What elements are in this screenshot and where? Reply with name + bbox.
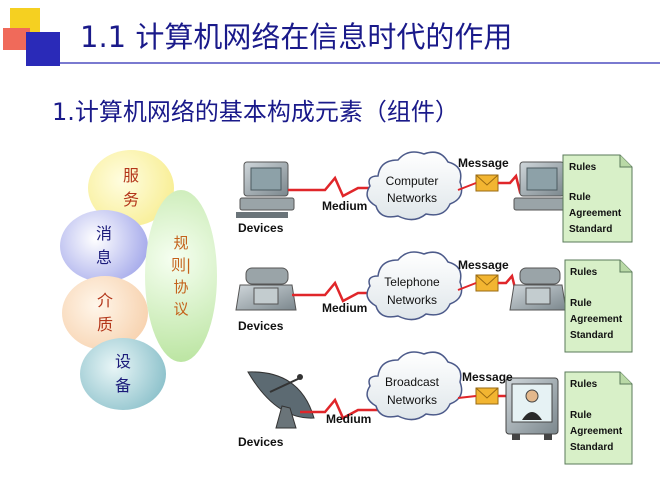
doc1-line3: Standard [569,224,612,235]
pc-right-icon [513,161,569,211]
medium-label-1: Medium [322,199,367,213]
phone-left-icon [235,267,297,311]
cloud-telephone [366,251,463,321]
doc1-line2: Agreement [569,208,622,219]
element-rules-protocol-label: 规则|协议 [171,234,192,318]
cloud-computer [366,151,463,221]
element-device-label: 设备 [114,352,131,395]
doc3-line1: Rule [570,410,592,421]
doc1-line1: Rule [569,192,591,203]
medium-label-2: Medium [322,301,367,315]
doc3-title: Rules [570,379,598,390]
element-device: 设备 [80,338,166,410]
element-rules-protocol: 规则|协议 [145,190,217,362]
message-label-2: Message [458,258,509,272]
pc-left-icon [236,161,295,218]
network-label-3a: Broadcast [385,375,440,389]
network-label-2b: Networks [387,293,437,307]
element-message-label: 消息 [95,224,112,267]
medium-line-2 [292,280,380,303]
network-label-3b: Networks [387,393,437,407]
element-message: 消息 [60,210,148,282]
satellite-dish-icon [247,371,315,429]
medium-label-3: Medium [326,412,371,426]
row-broadcast [247,351,633,465]
message-label-1: Message [458,156,509,170]
element-medium-label: 介质 [96,291,113,334]
doc2-line3: Standard [570,330,613,341]
envelope-icon-1 [475,174,499,192]
doc2-title: Rules [570,267,598,278]
medium-line-3 [300,397,380,420]
doc2-line1: Rule [570,298,592,309]
doc1-title: Rules [569,162,597,173]
corner-square-blue [26,32,60,66]
cloud-broadcast [366,351,463,421]
doc2-line2: Agreement [570,314,623,325]
network-label-1a: Computer [386,174,439,188]
message-label-3: Message [462,370,513,384]
devices-label-3: Devices [238,435,284,449]
doc3-line3: Standard [570,442,613,453]
devices-label-2: Devices [238,319,284,333]
rules-doc-1 [562,154,633,243]
medium-line-1 [288,175,385,198]
element-medium: 介质 [62,276,148,350]
row-computer [236,151,633,243]
row-telephone [235,251,633,353]
tv-icon [505,377,559,440]
network-label-1b: Networks [387,191,437,205]
section-subtitle: 1.计算机网络的基本构成元素（组件） [52,98,459,126]
title-rule [60,62,660,64]
phone-right-icon [509,267,567,311]
corner-square-red [3,28,30,50]
rules-doc-3 [564,371,633,465]
page-title: 1.1 计算机网络在信息时代的作用 [80,20,513,54]
doc3-line2: Agreement [570,426,623,437]
envelope-icon-2 [475,274,499,292]
network-label-2a: Telephone [384,275,440,289]
rules-doc-2 [564,259,633,353]
devices-label-1: Devices [238,221,284,235]
element-service-label: 服务 [122,166,139,209]
envelope-icon-3 [475,387,499,405]
